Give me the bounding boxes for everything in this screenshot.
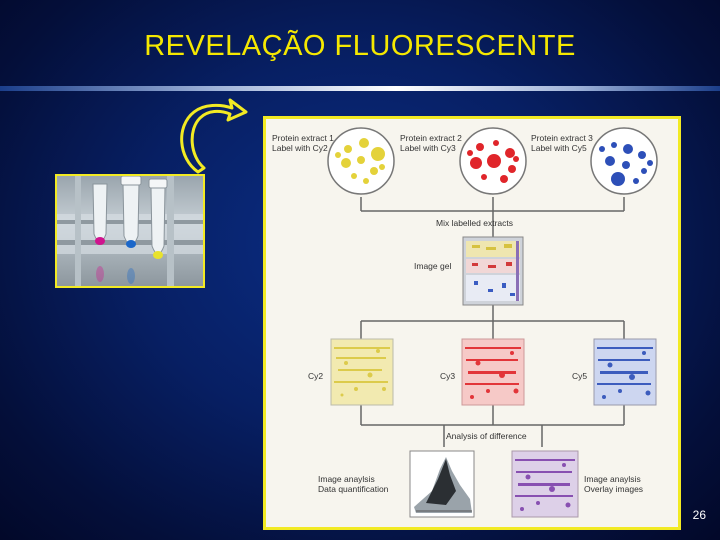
extract3-circle (590, 127, 658, 195)
extract3-label: Protein extract 3 Label with Cy5 (531, 133, 593, 153)
extract1-line2: Label with Cy2 (272, 143, 328, 153)
image-gel (462, 236, 524, 306)
cy3-gel (461, 338, 525, 406)
extract3-line1: Protein extract 3 (531, 133, 593, 143)
curved-arrow-icon (180, 98, 248, 174)
overlay-gel (511, 450, 579, 518)
right-bottom-line1: Image anaylsis (584, 474, 641, 484)
extract1-label: Protein extract 1 Label with Cy2 (272, 133, 334, 153)
page-number: 26 (692, 508, 706, 522)
cy5-gel (593, 338, 657, 406)
cy3-label: Cy3 (440, 371, 456, 381)
left-bottom-line1: Image anaylsis (318, 474, 375, 484)
left-bottom-line2: Data quantification (318, 484, 389, 494)
overlay-images-label: Image anaylsis Overlay images (584, 474, 643, 494)
analysis-label: Analysis of difference (446, 431, 527, 441)
image-gel-label: Image gel (414, 261, 452, 271)
tubes-photo (55, 174, 205, 288)
cy2-label: Cy2 (308, 371, 324, 381)
title-divider (0, 86, 720, 91)
extract2-line2: Label with Cy3 (400, 143, 456, 153)
extract2-line1: Protein extract 2 (400, 133, 462, 143)
cy2-gel (330, 338, 394, 406)
extract2-label: Protein extract 2 Label with Cy3 (400, 133, 462, 153)
extract3-line2: Label with Cy5 (531, 143, 587, 153)
mix-label: Mix labelled extracts (436, 218, 514, 228)
dige-workflow-figure: Protein extract 1 Label with Cy2 Protein… (263, 116, 681, 530)
data-quantification-label: Image anaylsis Data quantification (318, 474, 388, 494)
slide-title: REVELAÇÃO FLUORESCENTE (144, 30, 576, 62)
extract1-line1: Protein extract 1 (272, 133, 334, 143)
right-bottom-line2: Overlay images (584, 484, 644, 494)
quantification-3d-plot (409, 450, 475, 518)
cy5-label: Cy5 (572, 371, 588, 381)
